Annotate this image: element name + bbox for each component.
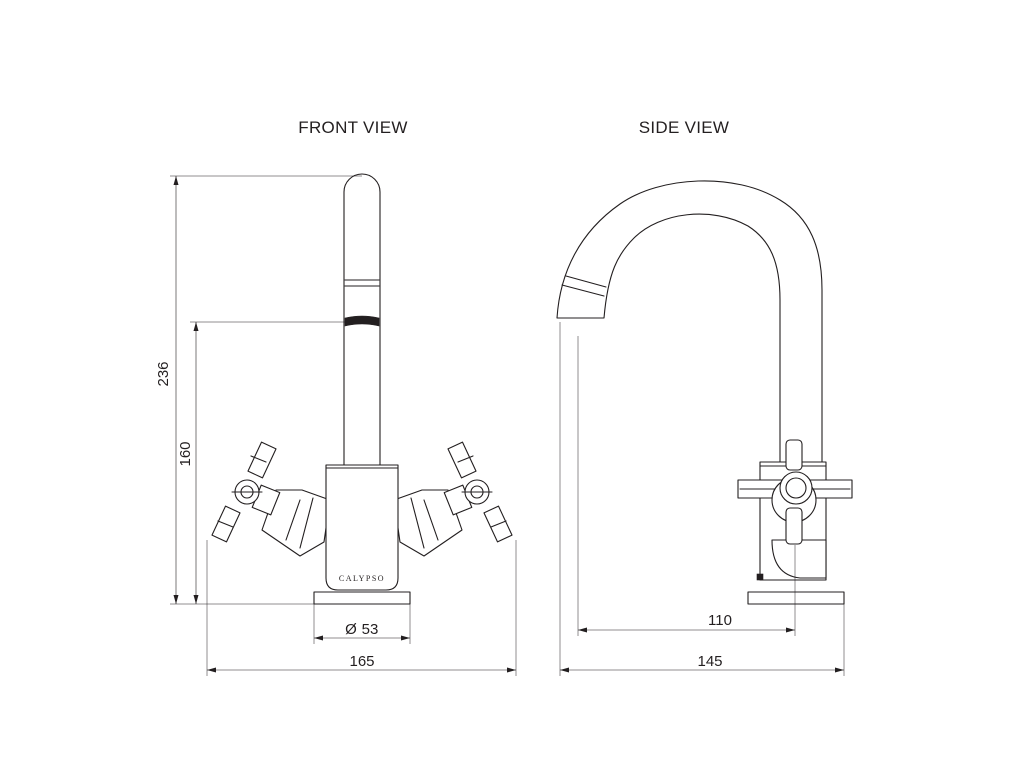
front-view-title: FRONT VIEW — [298, 118, 407, 137]
side-base — [747, 591, 845, 605]
diameter-symbol: Ø — [345, 621, 357, 638]
dim-outlet-height: 160 — [177, 321, 345, 604]
brand-mark: CALYPSO — [339, 574, 385, 583]
front-base — [313, 591, 411, 605]
dim-base-diameter: Ø 53 — [313, 604, 411, 644]
dim-label-236: 236 — [155, 361, 172, 386]
dim-label-53: 53 — [362, 621, 379, 638]
dim-label-110: 110 — [708, 612, 732, 629]
front-view-drawing: CALYPSO — [211, 173, 513, 605]
side-view-title: SIDE VIEW — [639, 118, 730, 137]
side-spout — [556, 180, 823, 466]
dim-overall-height: 236 — [155, 175, 362, 605]
dim-label-145: 145 — [697, 653, 722, 670]
left-handle — [211, 441, 331, 557]
dim-overall-width: 165 — [206, 540, 517, 676]
side-handle-stem-top — [785, 439, 803, 471]
aerator-outlet — [344, 315, 380, 327]
dim-label-165: 165 — [349, 653, 374, 670]
side-view-drawing — [556, 180, 853, 605]
front-body — [325, 464, 399, 591]
right-handle — [393, 441, 513, 557]
dim-spout-reach: 110 — [577, 336, 796, 636]
dim-overall-depth: 145 — [559, 322, 845, 676]
dim-label-160: 160 — [177, 441, 194, 466]
